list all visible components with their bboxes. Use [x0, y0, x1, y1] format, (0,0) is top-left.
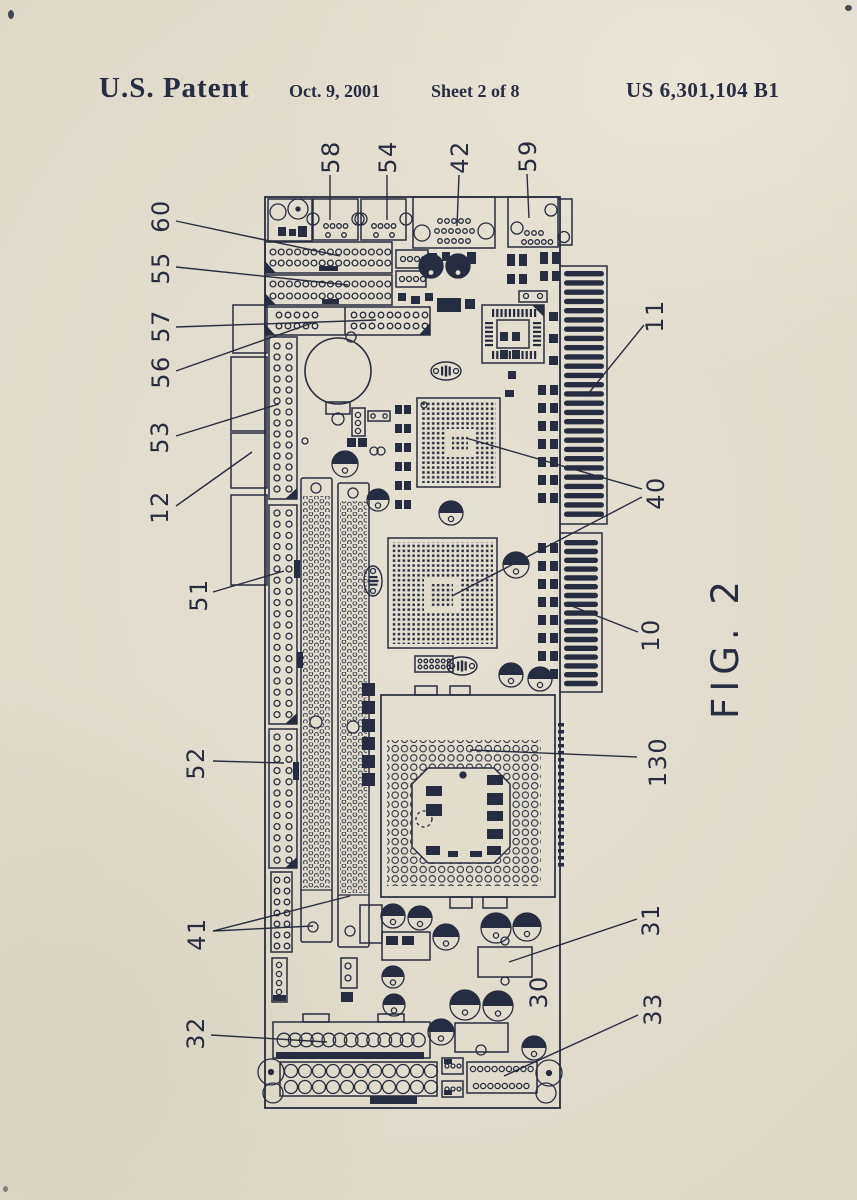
ref-label-31: 31 — [637, 903, 665, 937]
ref-label-41: 41 — [183, 917, 211, 951]
leader-31 — [508, 918, 638, 963]
crystals — [363, 361, 478, 676]
bga-chip-middle — [387, 537, 498, 649]
header-strip-55 — [264, 274, 393, 306]
ref-label-60: 60 — [147, 199, 175, 233]
bottom-power-connector-32 — [272, 1013, 431, 1059]
leader-57 — [175, 319, 377, 328]
ref-label-55: 55 — [147, 251, 175, 285]
pin-header-53 — [268, 336, 298, 500]
bga-chip-top — [416, 397, 501, 488]
edge-connector-10 — [560, 532, 603, 693]
patent-date: Oct. 9, 2001 — [289, 81, 380, 101]
connector-59 — [507, 196, 573, 248]
pga-socket-130 — [362, 683, 564, 909]
dimm-slot-b — [337, 482, 370, 948]
smd-components — [341, 252, 560, 1002]
scan-artifact — [845, 5, 852, 11]
leader-52 — [212, 760, 285, 764]
patent-number: US 6,301,104 B1 — [626, 78, 780, 102]
dimm-slot-a — [297, 477, 333, 943]
ref-label-33: 33 — [639, 992, 667, 1026]
patent-title: U.S. Patent — [99, 72, 250, 104]
ref-label-59: 59 — [514, 139, 542, 173]
ref-label-53: 53 — [146, 420, 174, 454]
leader-12 — [175, 451, 253, 507]
pin-headers-misc — [270, 871, 293, 1003]
ref-label-42: 42 — [446, 140, 474, 174]
leader-51 — [212, 570, 285, 593]
leader-59 — [526, 173, 530, 219]
leader-55 — [175, 266, 349, 286]
leader-60 — [175, 220, 341, 257]
ref-label-11: 11 — [641, 299, 669, 333]
ref-label-58: 58 — [317, 140, 345, 174]
ref-label-54: 54 — [374, 140, 402, 174]
leader-40b — [451, 496, 643, 597]
header-strip-60 — [264, 241, 393, 274]
connector-58 — [306, 198, 365, 241]
battery-side-parts — [301, 407, 391, 456]
scan-artifact — [3, 1186, 8, 1192]
leader-11 — [587, 324, 645, 395]
bottom-small-boxes — [441, 1057, 464, 1098]
io-bracket — [267, 198, 313, 242]
leader-42 — [456, 174, 460, 227]
leader-53 — [175, 403, 280, 437]
scan-artifact — [8, 10, 14, 19]
leader-41b — [212, 895, 351, 932]
ref-label-30: 30 — [525, 975, 553, 1009]
pin-header-51 — [268, 504, 300, 725]
reference-labels: 58 54 42 59 60 55 57 56 53 12 51 52 — [146, 139, 672, 1077]
leader-40a — [465, 437, 643, 490]
connector-42 — [412, 196, 496, 249]
qfp-chip — [420, 304, 545, 409]
leader-10 — [563, 602, 639, 633]
leader-32 — [210, 1034, 328, 1043]
ref-label-57: 57 — [147, 309, 175, 343]
ref-label-10: 10 — [637, 618, 665, 652]
ref-label-130: 130 — [644, 737, 672, 787]
left-connectors-12 — [230, 304, 268, 586]
component-31 — [454, 936, 533, 1056]
edge-connector-11 — [560, 265, 608, 525]
ref-label-52: 52 — [182, 746, 210, 780]
ref-label-32: 32 — [182, 1016, 210, 1050]
leader-56 — [175, 321, 316, 372]
connector-54 — [354, 198, 413, 241]
figure-label: FIG. 2 — [704, 575, 747, 719]
ref-label-51: 51 — [185, 578, 213, 612]
ref-label-40: 40 — [642, 476, 670, 510]
circuit-board — [230, 196, 608, 1109]
leader-41a — [212, 925, 314, 932]
misc-bottom — [340, 904, 431, 989]
patent-sheet-number: Sheet 2 of 8 — [431, 81, 520, 101]
leader-130 — [469, 749, 638, 758]
connector-33 — [466, 1061, 538, 1094]
ref-label-56: 56 — [147, 355, 175, 389]
battery — [304, 331, 372, 426]
bottom-connector-row — [279, 1061, 439, 1104]
pin-header-52 — [268, 728, 299, 869]
capacitors — [331, 253, 553, 1061]
ref-label-12: 12 — [146, 490, 174, 524]
header-strip-57 — [264, 306, 431, 336]
leader-33 — [503, 1014, 639, 1077]
mounting-holes — [257, 1058, 563, 1104]
